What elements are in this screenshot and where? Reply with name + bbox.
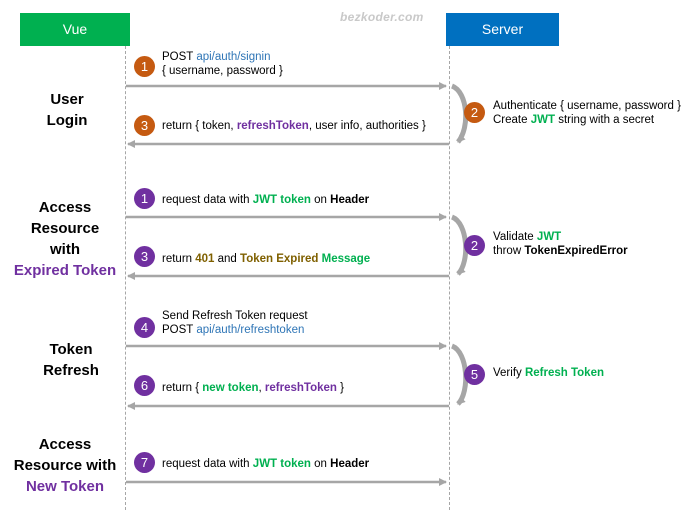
msg-text: , user info, authorities } xyxy=(308,120,426,132)
new-request-text: request data with JWT token on Header xyxy=(162,457,369,471)
section-line: Login xyxy=(46,112,88,129)
refresh-token-label: Refresh Token xyxy=(524,367,604,379)
refresh-server-text: Verify Refresh Token xyxy=(493,366,604,380)
msg-text: on xyxy=(314,194,327,206)
msg-text: return { token, xyxy=(162,120,234,132)
msg-text: { username, password } xyxy=(162,65,283,77)
msg-text: return xyxy=(162,253,193,265)
section-line: Expired Token xyxy=(13,262,117,279)
msg-text: , xyxy=(258,382,262,394)
msg-text: throw xyxy=(493,245,522,257)
section-line: Access xyxy=(38,199,92,216)
header-label: Header xyxy=(330,194,370,206)
token-expired-label: Token Expired xyxy=(240,253,319,265)
api-path: api/auth/signin xyxy=(196,51,271,63)
watermark: bezkoder.com xyxy=(340,10,424,24)
msg-text: request data with xyxy=(162,194,250,206)
step-badge: 3 xyxy=(134,246,155,267)
section-new-token: Access Resource with New Token xyxy=(0,434,130,497)
refresh-token-label: refreshToken xyxy=(236,120,309,132)
section-line: with xyxy=(50,241,80,258)
step-badge: 2 xyxy=(464,102,485,123)
section-token-refresh: Token Refresh xyxy=(6,339,136,381)
section-line: User xyxy=(50,91,84,108)
new-token-label: new token xyxy=(202,382,259,394)
step-badge: 7 xyxy=(134,452,155,473)
login-server-text: Authenticate { username, password } Crea… xyxy=(493,99,681,127)
section-line: Resource xyxy=(30,220,100,237)
vue-lifeline xyxy=(125,46,126,510)
msg-text: and xyxy=(217,253,237,265)
section-line: Refresh xyxy=(43,362,99,379)
refresh-token-label: refreshToken xyxy=(264,382,337,394)
status-code: 401 xyxy=(195,253,215,265)
msg-text: POST xyxy=(162,324,194,336)
msg-text: Verify xyxy=(493,367,522,379)
msg-text: return { xyxy=(162,382,200,394)
msg-text: Send Refresh Token request xyxy=(162,310,308,322)
msg-text: POST xyxy=(162,51,194,63)
step-badge: 5 xyxy=(464,364,485,385)
api-path: api/auth/refreshtoken xyxy=(196,324,305,336)
expired-request-text: request data with JWT token on Header xyxy=(162,193,369,207)
section-line: Token xyxy=(49,341,93,358)
server-header: Server xyxy=(446,13,559,46)
step-badge: 3 xyxy=(134,115,155,136)
step-badge: 1 xyxy=(134,56,155,77)
refresh-request-text: Send Refresh Token request POST api/auth… xyxy=(162,309,308,337)
section-user-login: User Login xyxy=(2,89,132,131)
msg-text: Authenticate { username, password } xyxy=(493,100,681,112)
jwt-token-label: JWT token xyxy=(252,194,311,206)
header-label: Header xyxy=(330,458,370,470)
server-lifeline xyxy=(449,46,450,510)
msg-text: string with a secret xyxy=(558,114,655,126)
expired-response-text: return 401 and Token Expired Message xyxy=(162,252,370,266)
section-line: Access xyxy=(38,436,92,453)
step-badge: 1 xyxy=(134,188,155,209)
jwt-label: JWT xyxy=(530,114,556,126)
vue-header: Vue xyxy=(20,13,130,46)
section-expired-token: Access Resource with Expired Token xyxy=(0,197,130,281)
step-badge: 6 xyxy=(134,375,155,396)
refresh-response-text: return { new token, refreshToken } xyxy=(162,381,344,395)
section-line: Resource with xyxy=(13,457,117,474)
msg-text: request data with xyxy=(162,458,250,470)
section-line: New Token xyxy=(25,478,105,495)
jwt-token-label: JWT token xyxy=(252,458,311,470)
login-response-text: return { token, refreshToken, user info,… xyxy=(162,119,426,133)
msg-text: Validate xyxy=(493,231,534,243)
message-label: Message xyxy=(321,253,371,265)
step-badge: 4 xyxy=(134,317,155,338)
error-label: TokenExpiredError xyxy=(524,245,628,257)
msg-text: Create xyxy=(493,114,528,126)
jwt-label: JWT xyxy=(536,231,562,243)
msg-text: } xyxy=(340,382,344,394)
msg-text: on xyxy=(314,458,327,470)
step-badge: 2 xyxy=(464,235,485,256)
login-request-text: POST api/auth/signin { username, passwor… xyxy=(162,50,283,78)
expired-server-text: Validate JWT throw TokenExpiredError xyxy=(493,230,628,258)
